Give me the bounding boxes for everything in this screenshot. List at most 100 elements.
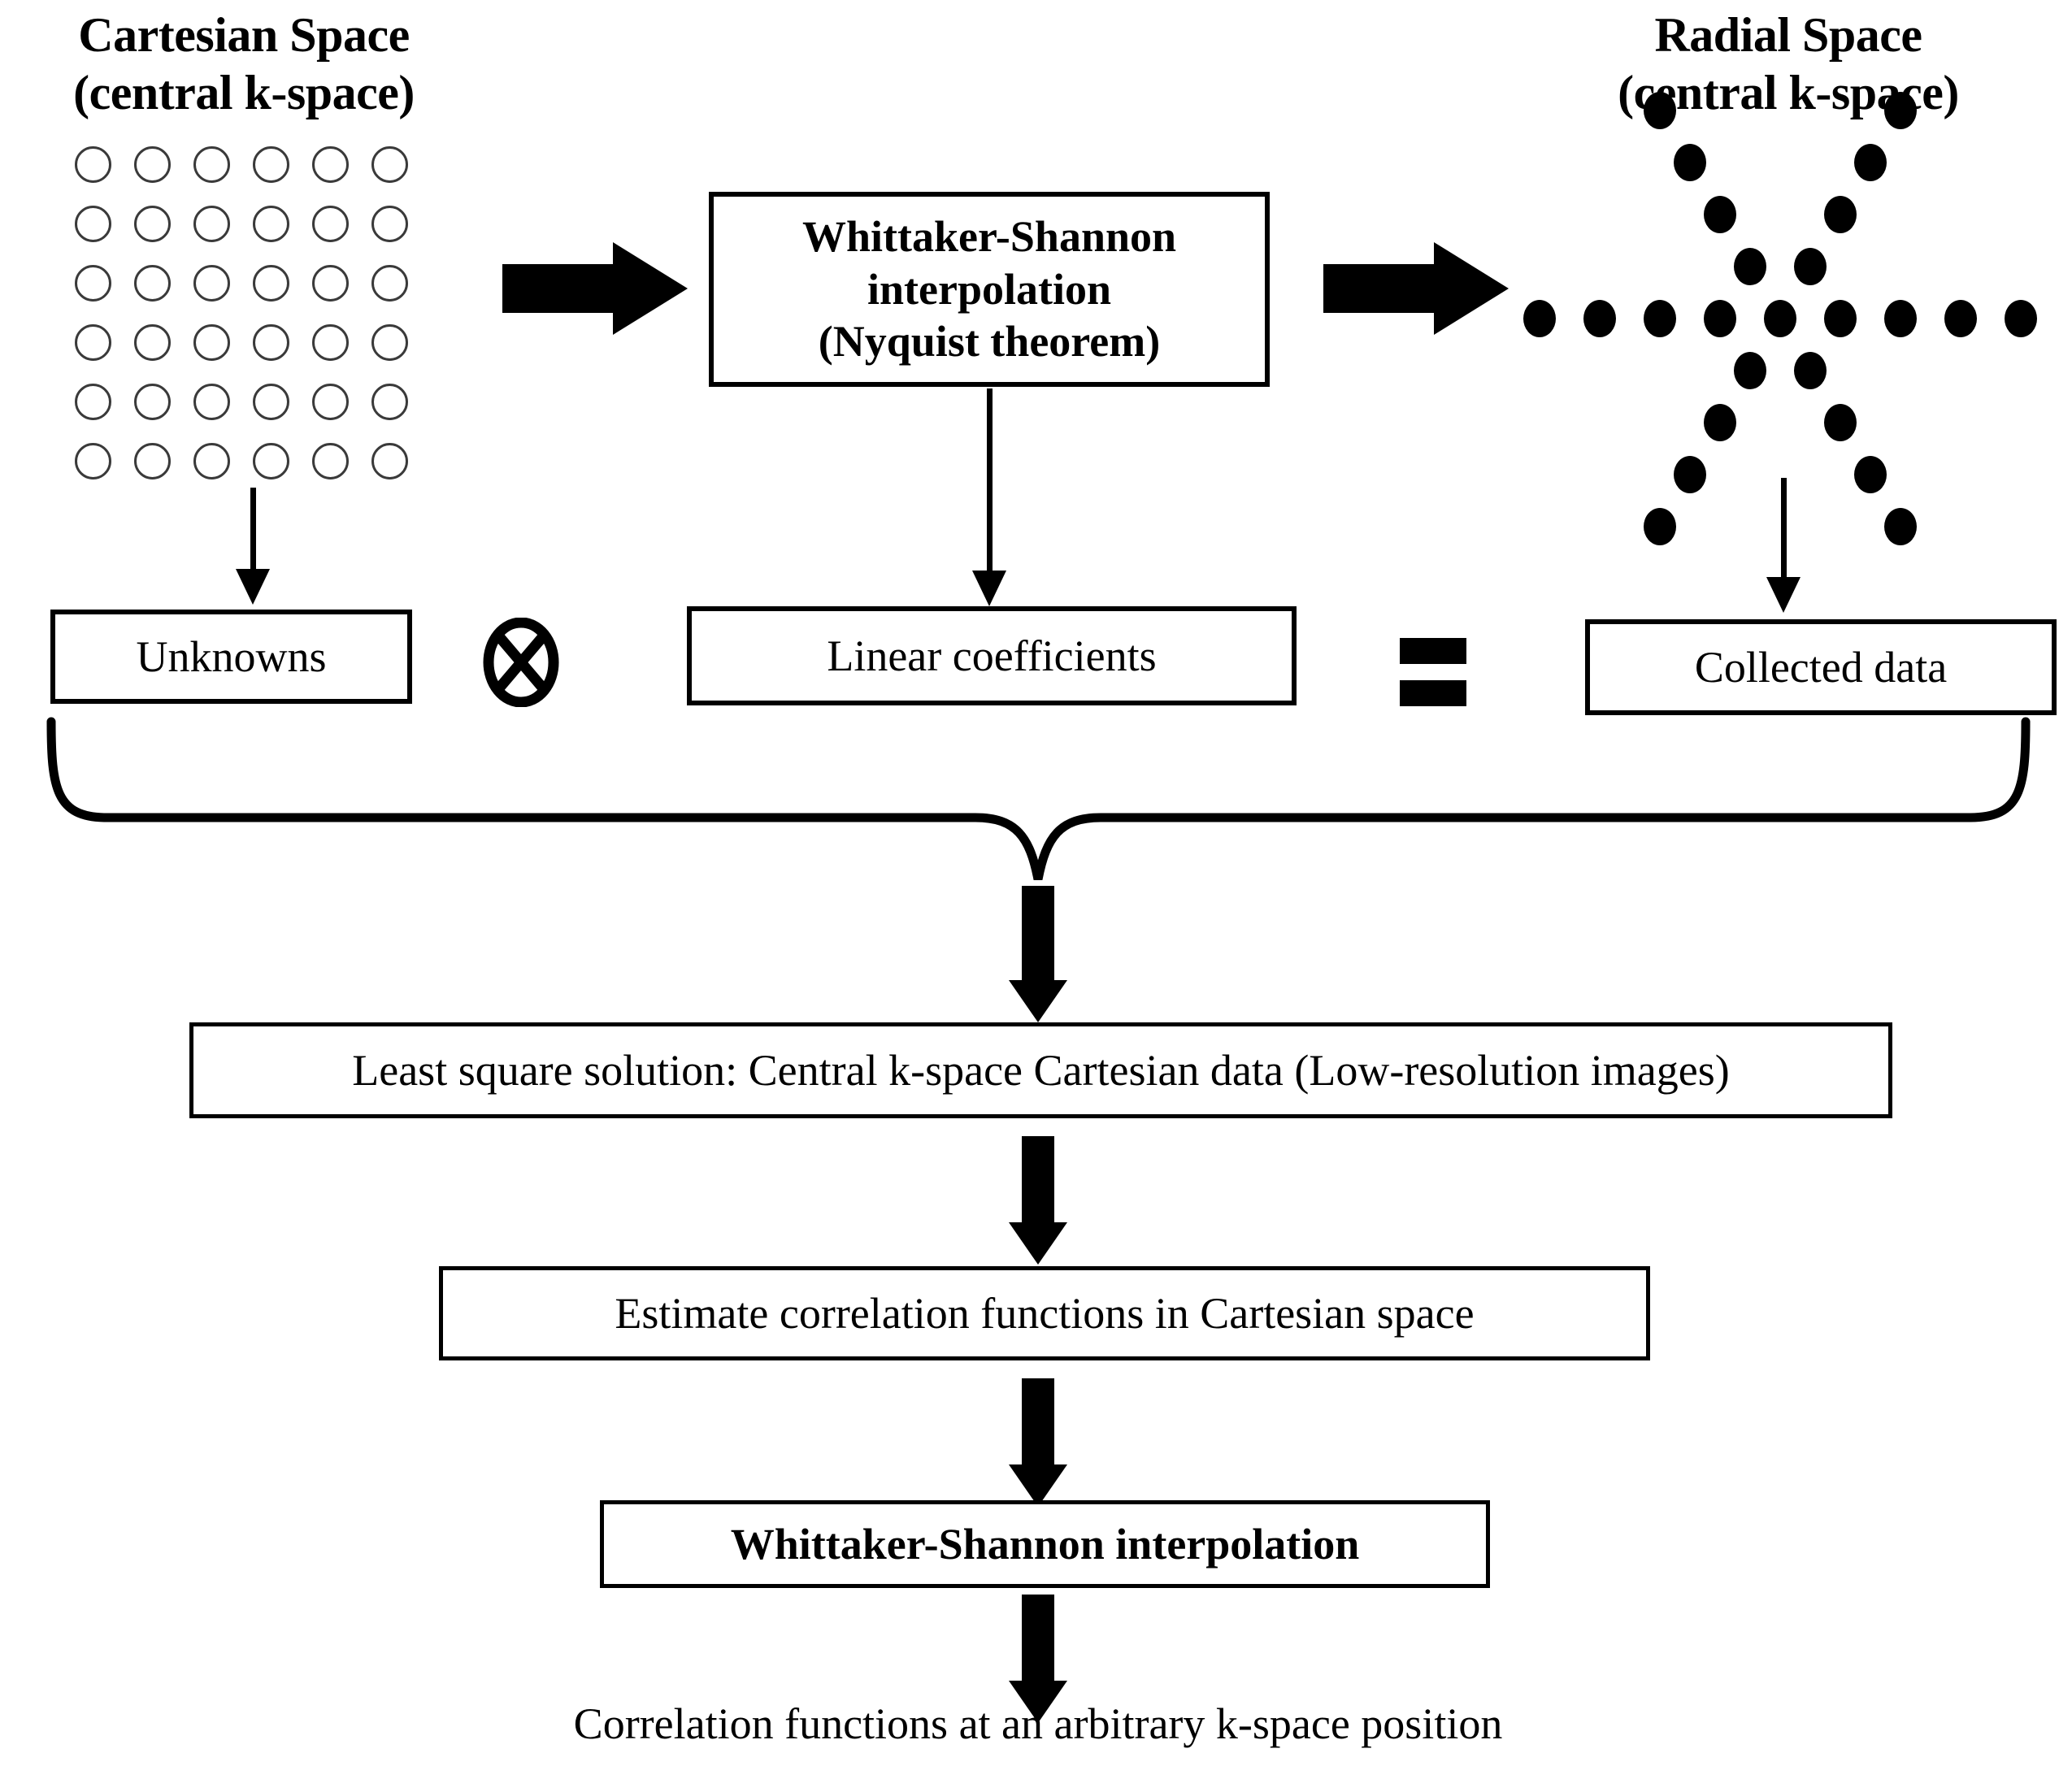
least-square-solution-label: Least square solution: Central k-space C… (352, 1045, 1730, 1095)
arrow-head (1009, 1681, 1067, 1723)
cartesian-space-heading-line1: Cartesian Space (78, 8, 410, 62)
arrow-head (236, 569, 270, 605)
arrow-head (613, 242, 688, 335)
cartesian-sample-point (193, 384, 230, 420)
linear-coefficients-label: Linear coefficients (827, 631, 1157, 680)
arrow-shaft (502, 264, 616, 313)
radial-sample-point (2005, 300, 2037, 337)
radial-sample-point (1854, 144, 1887, 181)
linear-coefficients-box[interactable]: Linear coefficients (687, 606, 1297, 705)
radial-sampling-pattern (0, 0, 2072, 569)
cartesian-sample-point (75, 324, 111, 361)
estimate-correlation-box[interactable]: Estimate correlation functions in Cartes… (439, 1266, 1650, 1360)
block-arrow-down-icon-3 (1009, 1378, 1067, 1508)
radial-sample-point (1523, 300, 1556, 337)
equals-bar-top (1400, 638, 1466, 664)
cartesian-sample-point (193, 324, 230, 361)
cartesian-sample-point (371, 146, 408, 183)
radial-sample-point (1824, 196, 1857, 233)
thin-arrow-down-icon-radial (1766, 478, 1801, 616)
cartesian-space-heading-line2: (central k-space) (73, 65, 415, 119)
least-square-solution-box[interactable]: Least square solution: Central k-space C… (189, 1022, 1892, 1118)
radial-sample-point (1704, 196, 1736, 233)
cartesian-sample-point (134, 265, 171, 302)
unknowns-label: Unknowns (136, 631, 327, 681)
radial-sample-point (1794, 352, 1827, 389)
circle-times-icon (481, 617, 561, 708)
arrow-head (1434, 242, 1509, 335)
cartesian-sample-point (371, 265, 408, 302)
arrow-shaft (1323, 264, 1437, 313)
estimate-correlation-label: Estimate correlation functions in Cartes… (615, 1288, 1475, 1338)
radial-sample-point (1644, 92, 1676, 129)
radial-sample-point (1644, 300, 1676, 337)
equals-bar-bottom (1400, 680, 1466, 706)
radial-sample-point (1824, 300, 1857, 337)
cartesian-sample-point (75, 265, 111, 302)
cartesian-sample-point (75, 206, 111, 242)
cartesian-sample-point (371, 206, 408, 242)
collected-data-label: Collected data (1694, 642, 1948, 692)
arrow-head (972, 571, 1006, 606)
cartesian-space-heading: Cartesian Space (central k-space) (16, 7, 471, 122)
whittaker-shannon-top-box[interactable]: Whittaker-Shannon interpolation (Nyquist… (709, 192, 1270, 387)
cartesian-sample-point (253, 384, 289, 420)
curly-brace-icon (45, 715, 2032, 886)
curly-brace-svg (46, 717, 2031, 881)
arrow-shaft (250, 488, 256, 575)
block-arrow-down-icon-1 (1009, 886, 1067, 1024)
cartesian-sample-point (371, 384, 408, 420)
block-arrow-right-icon-2 (1323, 242, 1509, 335)
equals-sign-icon (1400, 638, 1466, 709)
collected-data-box[interactable]: Collected data (1585, 619, 2057, 715)
whittaker-shannon-bottom-box[interactable]: Whittaker-Shannon interpolation (600, 1500, 1490, 1588)
cartesian-sample-point (134, 206, 171, 242)
radial-sample-point (1944, 300, 1977, 337)
cartesian-sampling-grid (75, 146, 431, 502)
cartesian-sample-point (253, 206, 289, 242)
thin-arrow-down-icon-cartesian (236, 488, 270, 608)
whittaker-top-line2: interpolation (867, 264, 1111, 314)
cartesian-sample-point (312, 443, 349, 479)
cartesian-sample-point (253, 443, 289, 479)
block-arrow-right-icon-1 (502, 242, 688, 335)
cartesian-sample-point (253, 324, 289, 361)
unknowns-box[interactable]: Unknowns (50, 610, 412, 704)
arrow-head (1009, 980, 1067, 1022)
cartesian-sample-point (312, 206, 349, 242)
arrow-shaft (1781, 478, 1787, 584)
cartesian-sample-point (134, 324, 171, 361)
radial-sample-point (1734, 248, 1766, 285)
radial-sample-point (1884, 300, 1917, 337)
cartesian-sample-point (75, 146, 111, 183)
cartesian-sample-point (193, 443, 230, 479)
cartesian-sample-point (371, 324, 408, 361)
final-output-text: Correlation functions at an arbitrary k-… (573, 1699, 1503, 1748)
radial-sample-point (1674, 456, 1706, 493)
radial-sample-point (1644, 508, 1676, 545)
radial-space-heading-line1: Radial Space (1654, 8, 1922, 62)
radial-sample-point (1704, 300, 1736, 337)
whittaker-shannon-top-label: Whittaker-Shannon interpolation (Nyquist… (791, 210, 1188, 368)
cartesian-sample-point (75, 384, 111, 420)
arrow-shaft (1022, 1595, 1054, 1686)
radial-sample-point (1734, 352, 1766, 389)
radial-sample-point (1583, 300, 1616, 337)
arrow-shaft (1022, 886, 1054, 985)
cartesian-sample-point (193, 265, 230, 302)
radial-sample-point (1764, 300, 1796, 337)
block-arrow-down-icon-4 (1009, 1595, 1067, 1723)
cartesian-sample-point (134, 146, 171, 183)
radial-sample-point (1824, 404, 1857, 441)
cartesian-sample-point (134, 384, 171, 420)
arrow-head (1009, 1222, 1067, 1265)
arrow-shaft (1022, 1136, 1054, 1227)
radial-sample-point (1884, 92, 1917, 129)
radial-sample-point (1884, 508, 1917, 545)
cartesian-sample-point (312, 324, 349, 361)
cartesian-sample-point (312, 146, 349, 183)
radial-sample-point (1854, 456, 1887, 493)
cartesian-sample-point (193, 146, 230, 183)
cartesian-sample-point (253, 146, 289, 183)
